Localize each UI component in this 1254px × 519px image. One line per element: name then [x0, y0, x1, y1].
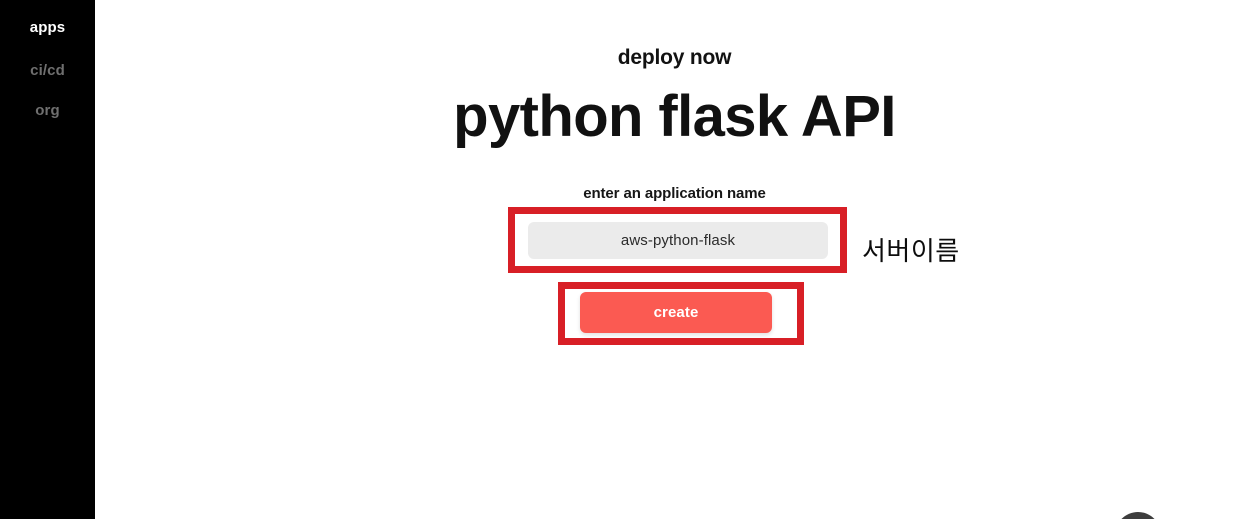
- app-name-input[interactable]: [528, 222, 828, 259]
- sidebar: apps ci/cd org: [0, 0, 95, 519]
- sidebar-item-org[interactable]: org: [35, 102, 60, 119]
- main-content: deploy now python flask API enter an app…: [95, 0, 1254, 519]
- page-eyebrow: deploy now: [617, 46, 732, 69]
- sidebar-item-cicd[interactable]: ci/cd: [30, 61, 65, 79]
- sidebar-item-apps[interactable]: apps: [29, 19, 66, 36]
- chat-widget-icon[interactable]: [1115, 512, 1161, 519]
- app-name-label: enter an application name: [583, 185, 766, 202]
- page-title: python flask API: [453, 84, 896, 149]
- create-button[interactable]: create: [580, 292, 772, 333]
- annotation-note-server-name: 서버이름: [862, 237, 960, 267]
